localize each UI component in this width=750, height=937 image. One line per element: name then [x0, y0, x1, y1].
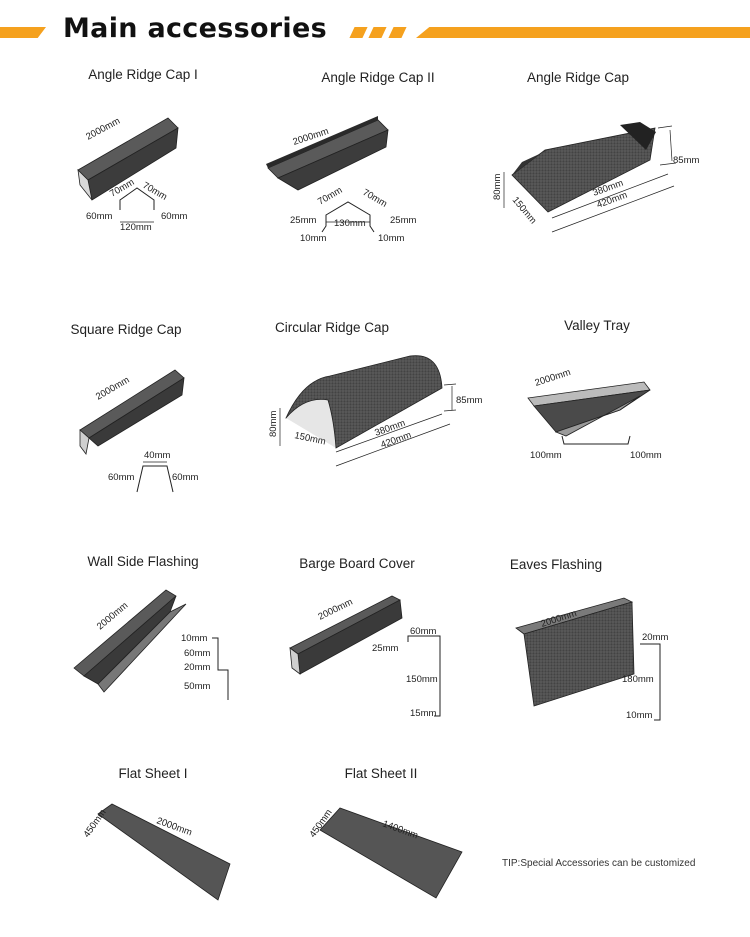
header-accent-left: [0, 27, 46, 38]
product-title: Square Ridge Cap: [70, 322, 182, 337]
dim-label: 100mm: [530, 450, 562, 461]
header-accent-right: [416, 27, 750, 38]
cap-end: [79, 429, 90, 455]
dim-label: 80mm: [268, 411, 279, 437]
profile-line: [321, 201, 375, 233]
dim-label: 180mm: [622, 674, 654, 685]
dim-label: 60mm: [108, 472, 134, 483]
dim-label: 40mm: [144, 450, 170, 461]
dim-label: 20mm: [184, 662, 210, 673]
dim-label: 25mm: [372, 643, 398, 654]
dimension-line: [335, 413, 443, 453]
square-ridge-cap-drawing: [79, 369, 185, 493]
dim-label: 10mm: [300, 233, 326, 244]
page-title: Main accessories: [63, 13, 327, 44]
dim-label: 70mm: [316, 185, 344, 208]
product-title: Angle Ridge Cap II: [321, 70, 435, 85]
customization-tip: TIP:Special Accessories can be customize…: [502, 858, 696, 869]
dim-label: 60mm: [86, 211, 112, 222]
dim-label: 150mm: [406, 674, 438, 685]
profile-line: [561, 435, 631, 445]
flat-sheet-1-drawing: [97, 803, 231, 901]
dim-label: 60mm: [161, 211, 187, 222]
circular-ridge-cap-drawing: [279, 355, 457, 467]
page-header: Main accessories: [0, 0, 750, 60]
wall-side-flashing-drawing: [73, 589, 229, 700]
length-label: 2000mm: [534, 367, 573, 389]
length-label: 2000mm: [84, 116, 122, 143]
dimension-line: [659, 162, 677, 166]
profile-line: [136, 465, 174, 493]
product-title: Barge Board Cover: [299, 556, 415, 571]
cap-end: [77, 168, 93, 201]
dim-label: 85mm: [456, 395, 482, 406]
sheet-face: [97, 803, 231, 901]
cap-face: [88, 377, 185, 447]
dim-label: 85mm: [673, 155, 699, 166]
product-title: Angle Ridge Cap I: [88, 67, 198, 82]
dim-label: 10mm: [181, 633, 207, 644]
flashing-face: [523, 601, 635, 707]
dimension-line: [669, 129, 673, 162]
dim-label: 25mm: [290, 215, 316, 226]
sheet-face: [319, 807, 463, 899]
profile-line: [407, 635, 441, 717]
product-title: Valley Tray: [564, 318, 630, 333]
dimension-line: [551, 185, 675, 233]
dim-label: 70mm: [141, 180, 169, 203]
dimension-line: [551, 173, 669, 219]
barge-board-cover-drawing: [289, 595, 441, 717]
product-title: Eaves Flashing: [509, 557, 603, 572]
dim-label: 60mm: [410, 626, 436, 637]
dim-label: 100mm: [630, 450, 662, 461]
dim-label: 130mm: [334, 218, 366, 229]
flat-sheet-2-drawing: [319, 807, 463, 899]
product-title: Flat Sheet I: [118, 766, 188, 781]
profile-line: [119, 187, 155, 210]
dim-label: 50mm: [184, 681, 210, 692]
profile-line: [212, 637, 229, 700]
product-title: Angle Ridge Cap: [526, 70, 630, 85]
cap-end: [285, 399, 337, 449]
cover-end: [289, 647, 301, 675]
flashing-face: [97, 603, 187, 693]
dim-label: 25mm: [390, 215, 416, 226]
dim-label: 10mm: [378, 233, 404, 244]
dimension-line: [335, 423, 451, 467]
cap-face: [79, 369, 185, 439]
dim-label: 450mm: [81, 807, 108, 839]
dim-label: 60mm: [172, 472, 198, 483]
profile-line: [640, 643, 661, 721]
length-label: 2000mm: [94, 375, 132, 403]
flashing-face: [83, 595, 177, 685]
dim-label: 120mm: [120, 222, 152, 233]
eaves-flashing-drawing: [515, 597, 661, 721]
dim-label: 150mm: [510, 195, 539, 226]
product-title: Flat Sheet II: [344, 766, 418, 781]
angle-ridge-cap-2-drawing: [266, 116, 389, 233]
dim-label: 20mm: [642, 632, 668, 643]
tray-face: [554, 395, 641, 437]
product-title: Circular Ridge Cap: [274, 320, 390, 335]
cap-edge: [266, 116, 378, 168]
cap-end: [620, 122, 656, 150]
dim-label: 70mm: [361, 187, 389, 210]
dim-label: 10mm: [626, 710, 652, 721]
cap-face: [511, 127, 656, 213]
dimension-line: [443, 409, 457, 412]
angle-ridge-cap-grained-drawing: [503, 122, 677, 233]
valley-tray-drawing: [527, 381, 651, 445]
dim-label: 15mm: [410, 708, 436, 719]
dimension-line: [443, 383, 457, 386]
cap-face: [277, 129, 389, 191]
angle-ridge-cap-1-drawing: [77, 117, 179, 223]
dimension-line: [657, 125, 673, 129]
dim-label: 60mm: [184, 648, 210, 659]
dim-label: 80mm: [492, 174, 503, 200]
product-title: Wall Side Flashing: [87, 554, 199, 569]
